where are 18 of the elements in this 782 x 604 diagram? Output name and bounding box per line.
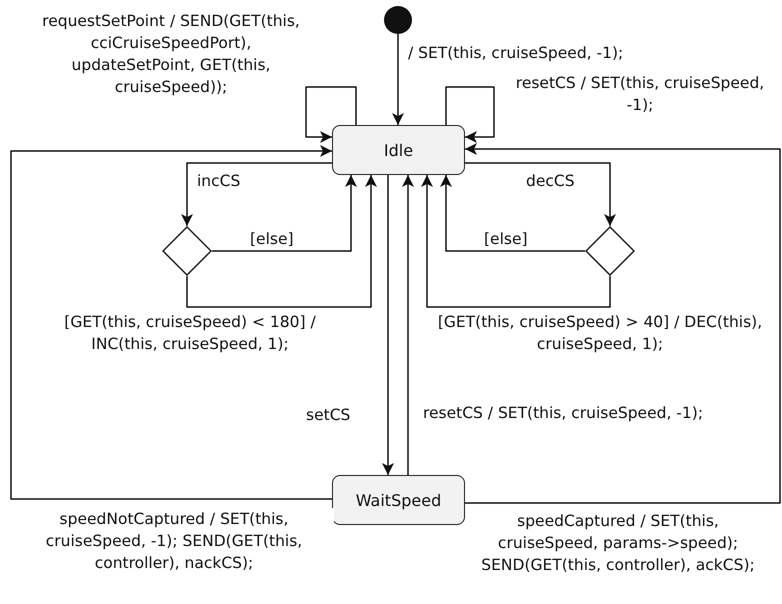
state-box: WaitSpeed bbox=[332, 475, 465, 525]
arrow bbox=[440, 175, 585, 252]
arrow bbox=[402, 175, 414, 475]
arrow bbox=[421, 175, 611, 308]
arrow bbox=[181, 162, 332, 226]
arrow bbox=[445, 86, 495, 143]
state-box: Idle bbox=[332, 125, 465, 175]
arrow bbox=[465, 162, 616, 226]
start-circle bbox=[384, 6, 412, 34]
arrow bbox=[10, 145, 332, 500]
arrow bbox=[465, 143, 781, 504]
arrow bbox=[186, 175, 377, 308]
arrow bbox=[382, 175, 394, 475]
decision-diamond bbox=[162, 226, 212, 276]
arrow bbox=[305, 86, 357, 143]
decision-diamond bbox=[585, 226, 635, 276]
arrow bbox=[392, 34, 404, 125]
arrow bbox=[212, 175, 357, 252]
